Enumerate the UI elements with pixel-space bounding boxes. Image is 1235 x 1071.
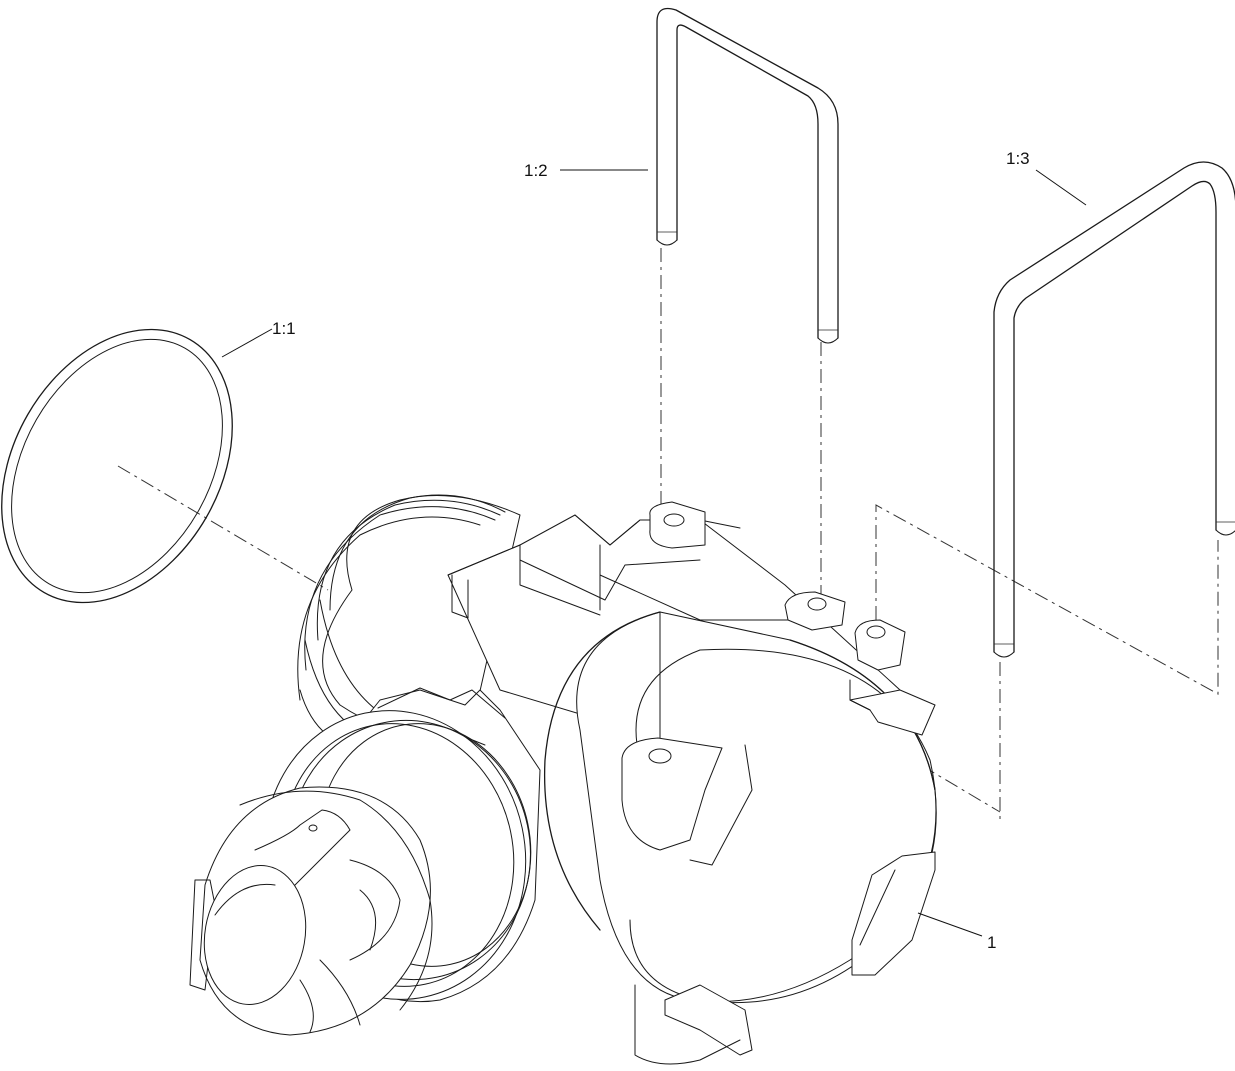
boss-side-right [854, 619, 906, 671]
valve-body-part [189, 494, 937, 1065]
pin-hole-icon [663, 513, 685, 527]
callout-o-ring: 1:1 [221, 319, 296, 358]
callout-label-1-3: 1:3 [1006, 149, 1030, 168]
knob-rim [239, 790, 433, 1011]
callouts: 1:1 1:2 1:3 1 [221, 149, 1087, 952]
housing-top-edge [447, 544, 701, 601]
callout-label-1-1: 1:1 [272, 319, 296, 338]
clip-right-outer [993, 161, 1235, 653]
clip-left-outer [656, 7, 839, 339]
leader-line [221, 328, 273, 358]
callout-label-1-2: 1:2 [524, 161, 548, 180]
knob-flute-top [254, 809, 351, 901]
front-lug-bottom [664, 984, 753, 1056]
front-housing-cylinder [543, 611, 937, 1065]
thread-ring-3 [304, 506, 496, 671]
bottom-foot [634, 984, 741, 1065]
boss-top-left [649, 501, 706, 549]
slot-edge [519, 559, 601, 616]
clip-left-end-a [656, 239, 678, 246]
callout-main-body: 1 [917, 912, 996, 952]
retaining-clip-right-part [993, 161, 1235, 658]
knob-flute-right-inner [359, 889, 377, 951]
clip-right-end-a [993, 651, 1015, 658]
callout-clip-right: 1:3 [1006, 149, 1087, 206]
leader-line [1035, 169, 1087, 206]
pin-hole-icon [648, 748, 672, 764]
pin-bosses [649, 501, 906, 671]
leader-line [917, 912, 983, 937]
cylinder-left-edge [543, 611, 661, 931]
front-boss [621, 737, 723, 851]
side-tab [451, 574, 469, 619]
o-ring-outer [1, 328, 233, 604]
clip-right-inner [1013, 180, 1217, 653]
clip-left-inner [676, 24, 819, 339]
thread-ring-4 [297, 516, 481, 701]
front-lug-right [851, 851, 936, 976]
housing-mid-line [599, 574, 791, 621]
knob-flute-bottom-inner [299, 979, 314, 1033]
thread-ring-2 [316, 499, 501, 641]
o-ring-axis-line [117, 465, 329, 591]
front-lug-right-edge [859, 869, 896, 946]
knob-cap-face [203, 865, 307, 1005]
knob-assembly [189, 687, 541, 1036]
callout-label-1: 1 [987, 933, 996, 952]
clip-right-path-a [875, 504, 1219, 695]
knob-flute-right [349, 859, 401, 961]
o-ring-inner [11, 338, 223, 594]
knob-cap-highlight [214, 883, 276, 916]
front-tab-right-edge [849, 679, 871, 711]
callout-clip-left: 1:2 [524, 161, 648, 180]
knob-flute-bottom [319, 959, 361, 1026]
boss-top-right [784, 591, 846, 631]
clip-left-end-b [817, 337, 839, 344]
knob-dot-icon [308, 824, 318, 832]
clip-right-end-b [1215, 529, 1235, 536]
housing-top-rim [574, 514, 741, 546]
retaining-clip-left-part [656, 7, 839, 344]
thread-ring-1 [329, 494, 506, 611]
o-ring-part [1, 328, 233, 604]
pin-hole-icon [866, 625, 886, 639]
pin-hole-icon [807, 597, 827, 611]
bezel-teeth-top [377, 687, 506, 719]
front-tab-left [689, 744, 753, 866]
